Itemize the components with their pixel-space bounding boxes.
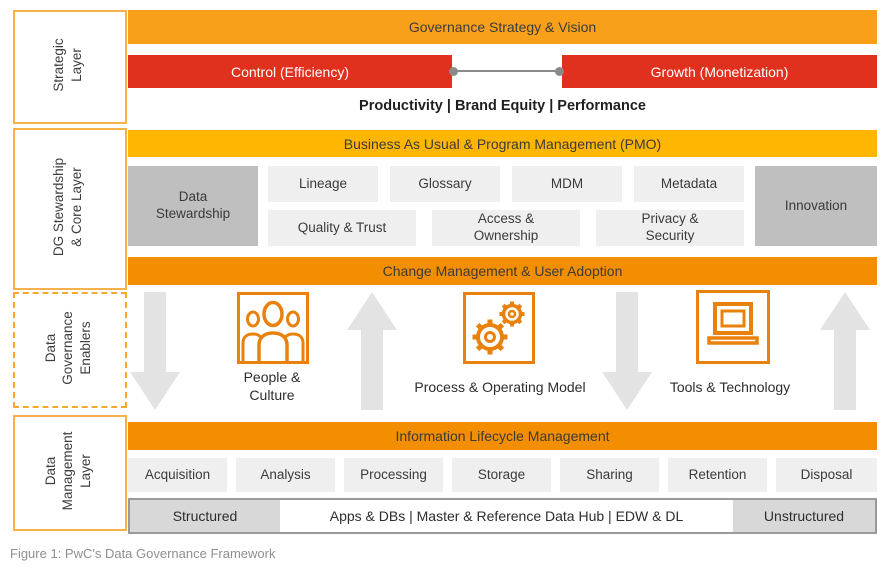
structured-cell: Structured: [130, 500, 280, 532]
innovation-box: Innovation: [755, 166, 877, 246]
layer-box-enablers: [13, 292, 127, 408]
layer-box-stewardship: [13, 128, 127, 290]
connector-dot-right: [555, 67, 564, 76]
people-culture-label: People & Culture: [243, 369, 301, 404]
up-arrow-2: [820, 292, 870, 410]
data-sources-strip: Structured Apps & DBs | Master & Referen…: [128, 498, 877, 534]
data-hub-cell: Apps & DBs | Master & Reference Data Hub…: [329, 508, 684, 524]
privacy-security-box: Privacy & Security: [596, 210, 744, 246]
down-arrow-2: [602, 292, 652, 410]
layer-label-enablers: Data Governance Enablers: [42, 311, 93, 385]
access-ownership-box: Access & Ownership: [432, 210, 580, 246]
lifecycle-storage-box: Storage: [452, 458, 551, 492]
glossary-box: Glossary: [390, 166, 500, 202]
laptop-icon: [696, 290, 770, 364]
connector-dot-left: [449, 67, 458, 76]
governance-strategy-vision-bar: Governance Strategy & Vision: [128, 10, 877, 44]
layer-box-strategic: [13, 10, 127, 124]
lifecycle-processing-box: Processing: [344, 458, 443, 492]
figure-caption: Figure 1: PwC's Data Governance Framewor…: [10, 546, 276, 561]
ilm-bar: Information Lifecycle Management: [128, 422, 877, 450]
down-arrow-1: [130, 292, 180, 410]
layer-label-stewardship: DG Stewardship & Core Layer: [51, 157, 84, 257]
lifecycle-disposal-box: Disposal: [776, 458, 877, 492]
lifecycle-sharing-box: Sharing: [560, 458, 659, 492]
up-arrow-1: [347, 292, 397, 410]
quality-trust-box: Quality & Trust: [268, 210, 416, 246]
tools-technology-label: Tools & Technology: [669, 379, 791, 395]
growth-monetization-bar: Growth (Monetization): [562, 55, 877, 88]
process-operating-model-label: Process & Operating Model: [414, 379, 586, 395]
lifecycle-analysis-box: Analysis: [236, 458, 335, 492]
metadata-box: Metadata: [634, 166, 744, 202]
strategic-tagline: Productivity | Brand Equity | Performanc…: [359, 98, 646, 114]
control-efficiency-bar: Control (Efficiency): [128, 55, 452, 88]
layer-label-data-management: Data Management Layer: [42, 431, 93, 511]
pmo-bar: Business As Usual & Program Management (…: [128, 130, 877, 157]
gears-icon: [463, 292, 535, 364]
layer-box-data-management: [13, 415, 127, 531]
control-growth-connector-line: [452, 70, 562, 72]
lineage-box: Lineage: [268, 166, 378, 202]
change-management-bar: Change Management & User Adoption: [128, 257, 877, 285]
data-stewardship-box: Data Stewardship: [128, 166, 258, 246]
lifecycle-acquisition-box: Acquisition: [128, 458, 227, 492]
layer-label-strategic: Strategic Layer: [51, 38, 84, 92]
lifecycle-retention-box: Retention: [668, 458, 767, 492]
unstructured-cell: Unstructured: [733, 500, 875, 532]
mdm-box: MDM: [512, 166, 622, 202]
people-icon: [237, 292, 309, 364]
